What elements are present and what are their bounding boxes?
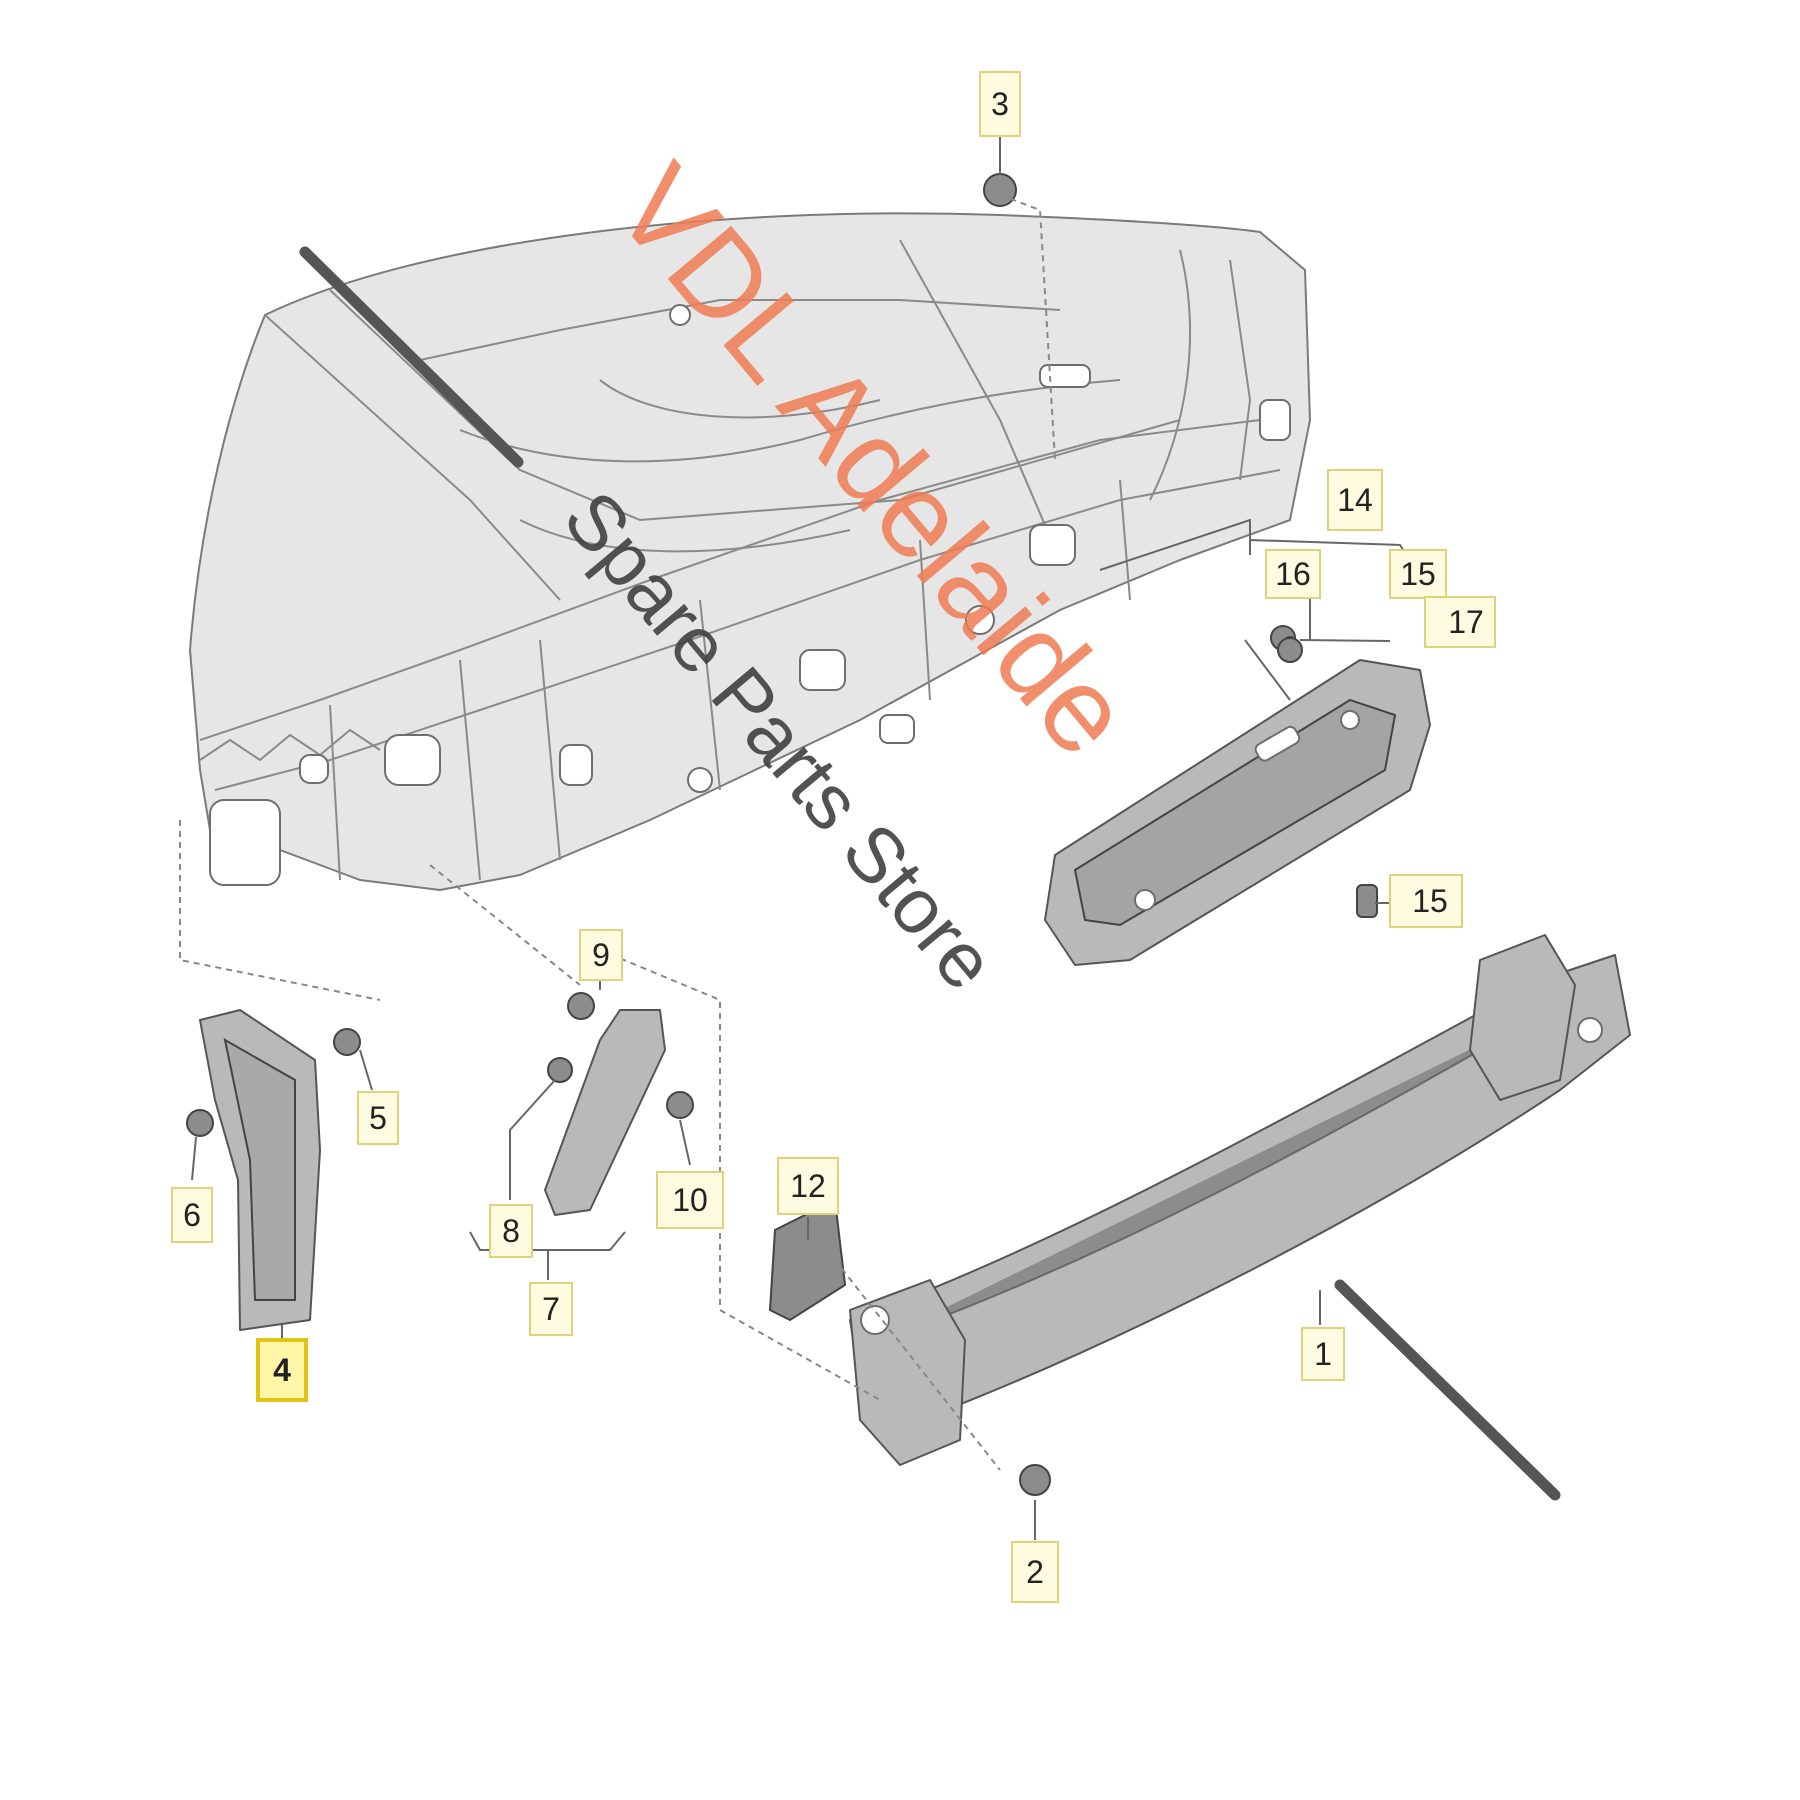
rear-body-shell (189, 212, 1311, 891)
callout-15-top[interactable]: 15 (1389, 549, 1447, 599)
callout-9[interactable]: 9 (579, 929, 623, 981)
svg-text:17: 17 (1448, 604, 1484, 640)
leader-lines (179, 136, 1421, 1540)
part-14-energy-absorber (1044, 659, 1431, 966)
svg-text:3: 3 (991, 86, 1009, 122)
clip-15-icon (1356, 884, 1378, 918)
callout-16[interactable]: 16 (1265, 549, 1321, 599)
callout-10[interactable]: 10 (656, 1171, 724, 1229)
nut-5-icon (333, 1028, 361, 1056)
callout-2[interactable]: 2 (1011, 1541, 1059, 1603)
svg-text:12: 12 (790, 1168, 826, 1204)
svg-text:8: 8 (502, 1213, 520, 1249)
bolt-6-icon (186, 1109, 214, 1137)
part-7-bracket (544, 1009, 666, 1216)
svg-text:7: 7 (542, 1291, 560, 1327)
nut-8-icon (547, 1057, 573, 1083)
svg-text:10: 10 (672, 1182, 708, 1218)
callout-17[interactable]: 17 (1424, 596, 1496, 648)
part-1-bumper-beam (849, 934, 1631, 1466)
watermark-line-top (299, 246, 524, 468)
watermark-line-bottom (1334, 1279, 1561, 1501)
callout-5[interactable]: 5 (357, 1091, 399, 1145)
bolt-2-icon (1019, 1464, 1051, 1496)
svg-text:15: 15 (1400, 556, 1436, 592)
callout-12[interactable]: 12 (777, 1157, 839, 1215)
bolt-10-icon (666, 1091, 694, 1119)
svg-text:5: 5 (369, 1100, 387, 1136)
svg-text:14: 14 (1337, 482, 1373, 518)
callout-14[interactable]: 14 (1327, 469, 1383, 531)
nut-16-icon (1277, 637, 1303, 663)
callout-1[interactable]: 1 (1301, 1327, 1345, 1381)
fasteners (186, 173, 1378, 1496)
svg-text:9: 9 (592, 937, 610, 973)
svg-text:1: 1 (1314, 1336, 1332, 1372)
svg-text:15: 15 (1412, 883, 1448, 919)
callouts: 3 14 16 15 17 15 9 5 (171, 71, 1496, 1603)
nut-3-icon (983, 173, 1017, 207)
part-4-side-bracket (199, 1009, 321, 1331)
callout-15-bottom[interactable]: 15 (1389, 874, 1463, 928)
callout-7[interactable]: 7 (529, 1282, 573, 1336)
svg-text:4: 4 (273, 1352, 291, 1388)
callout-3[interactable]: 3 (979, 71, 1021, 137)
nut-9-icon (567, 992, 595, 1020)
svg-text:6: 6 (183, 1197, 201, 1233)
svg-text:2: 2 (1026, 1554, 1044, 1590)
callout-6[interactable]: 6 (171, 1187, 213, 1243)
callout-4[interactable]: 4 (256, 1338, 308, 1402)
callout-8[interactable]: 8 (489, 1204, 533, 1258)
svg-text:16: 16 (1275, 556, 1311, 592)
